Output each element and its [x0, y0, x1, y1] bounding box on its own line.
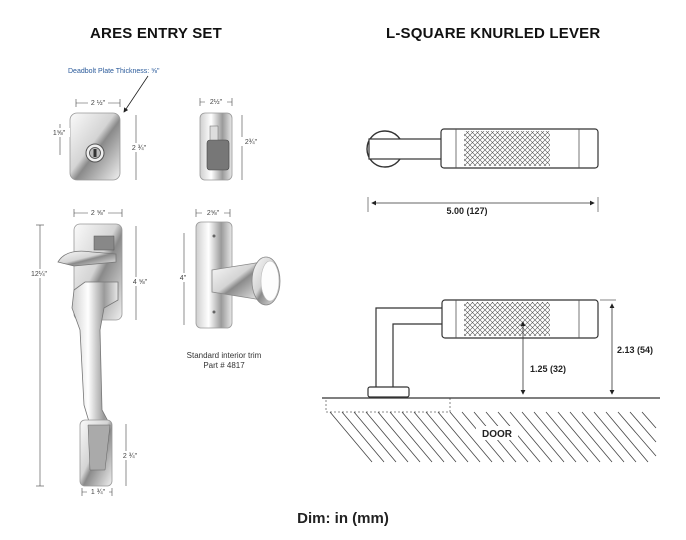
lever-side-view: [367, 299, 599, 398]
ares-entry-set-title: ARES ENTRY SET: [90, 25, 222, 42]
deadbolt-interior-thumbturn: [199, 112, 233, 181]
lever-projection-dim: 2.13 (54): [617, 345, 653, 355]
grip-bottom-width-dim: 1 ¾": [91, 489, 106, 496]
grip-top-width-dim: 2 ⅝": [91, 210, 106, 217]
lever-length-dim: 5.00 (127): [446, 206, 487, 216]
cylinder-offset-dim: 1⅝": [53, 130, 66, 137]
interior-width-dim: 2⅝": [207, 210, 220, 217]
dimension-units-note: Dim: in (mm): [297, 510, 389, 527]
overall-height-dim: 12¼": [31, 271, 48, 278]
grip-plate-height-dim: 4 ⅝": [133, 279, 148, 286]
grip-bottom-height-dim: 2 ¾": [123, 453, 138, 460]
interior-trim-knob: [195, 221, 281, 329]
handleset-grip: [57, 223, 123, 487]
lever-height-dim: 1.25 (32): [530, 364, 566, 374]
deadbolt-exterior: [69, 112, 121, 181]
note-leader-line: [123, 75, 149, 113]
deadbolt-width-dim: 2 ½": [91, 99, 106, 107]
thumbturn-height-dim: 2¾": [245, 139, 258, 146]
l-square-lever-title: L-SQUARE KNURLED LEVER: [386, 25, 601, 42]
door-label: DOOR: [482, 429, 513, 440]
thumbturn-width-dim: 2½": [210, 98, 223, 106]
door-surface: [322, 397, 660, 463]
interior-trim-part-number: Part # 4817: [203, 361, 245, 370]
interior-height-dim: 4": [180, 275, 187, 282]
deadbolt-height-dim: 2 ¾": [132, 145, 147, 152]
interior-trim-caption: Standard interior trim: [187, 351, 262, 360]
lever-top-view: [366, 128, 599, 169]
deadbolt-thickness-note: Deadbolt Plate Thickness: ⅝": [68, 68, 160, 75]
